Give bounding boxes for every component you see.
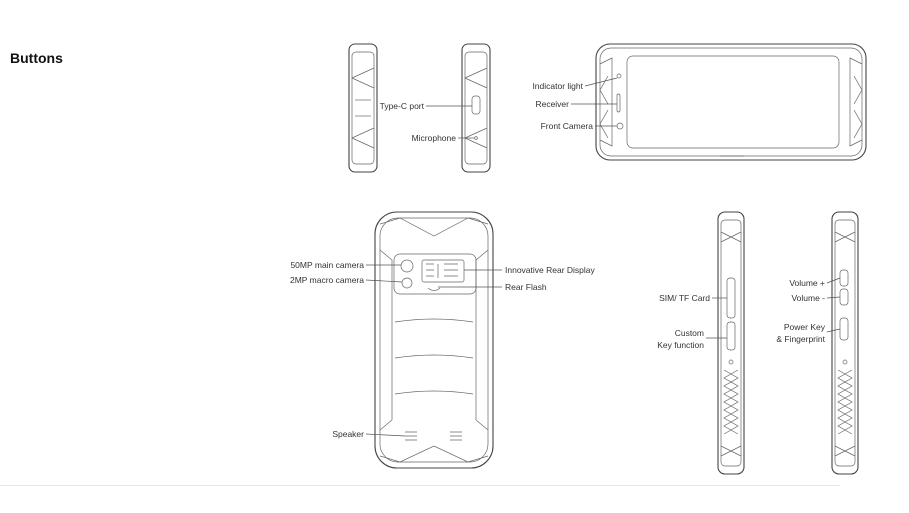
phone-front-view xyxy=(595,43,867,161)
macro-camera-label: 2MP macro camera xyxy=(290,275,364,285)
phone-right-side-view xyxy=(831,211,859,475)
receiver-label: Receiver xyxy=(535,99,569,109)
power-key-label-line1: Power Key xyxy=(784,322,826,332)
indicator-light-icon xyxy=(616,73,622,79)
main-camera-label: 50MP main camera xyxy=(290,260,364,270)
section-divider xyxy=(0,485,840,486)
macro-camera-icon xyxy=(401,277,413,289)
type-c-port-icon xyxy=(471,95,481,115)
type-c-port-label: Type-C port xyxy=(380,101,425,111)
phone-top-view xyxy=(348,43,378,173)
volume-down-label: Volume - xyxy=(791,293,825,303)
sim-card-label: SIM/ TF Card xyxy=(659,293,710,303)
volume-up-label: Volume + xyxy=(789,278,825,288)
custom-key-icon xyxy=(726,321,736,351)
rear-flash-icon xyxy=(427,287,441,291)
microphone-label: Microphone xyxy=(412,133,457,143)
rear-camera-module xyxy=(393,253,477,295)
phone-back-view xyxy=(374,211,494,469)
front-camera-label: Front Camera xyxy=(541,121,594,131)
power-key-label-line2: & Fingerprint xyxy=(776,334,825,344)
phone-left-side-view xyxy=(717,211,745,475)
rear-display-icon xyxy=(421,259,465,283)
rear-flash-label: Rear Flash xyxy=(505,282,547,292)
main-camera-icon xyxy=(400,259,414,273)
receiver-icon xyxy=(616,93,621,113)
section-title: Buttons xyxy=(10,50,63,66)
custom-key-label-line1: Custom xyxy=(675,328,704,338)
speaker-icon xyxy=(405,431,462,441)
indicator-light-label: Indicator light xyxy=(532,81,583,91)
microphone-icon xyxy=(474,136,478,140)
speaker-label: Speaker xyxy=(332,429,364,439)
phone-bottom-view xyxy=(461,43,491,173)
rear-display-label: Innovative Rear Display xyxy=(505,265,596,275)
custom-key-label-line2: Key function xyxy=(657,340,704,350)
